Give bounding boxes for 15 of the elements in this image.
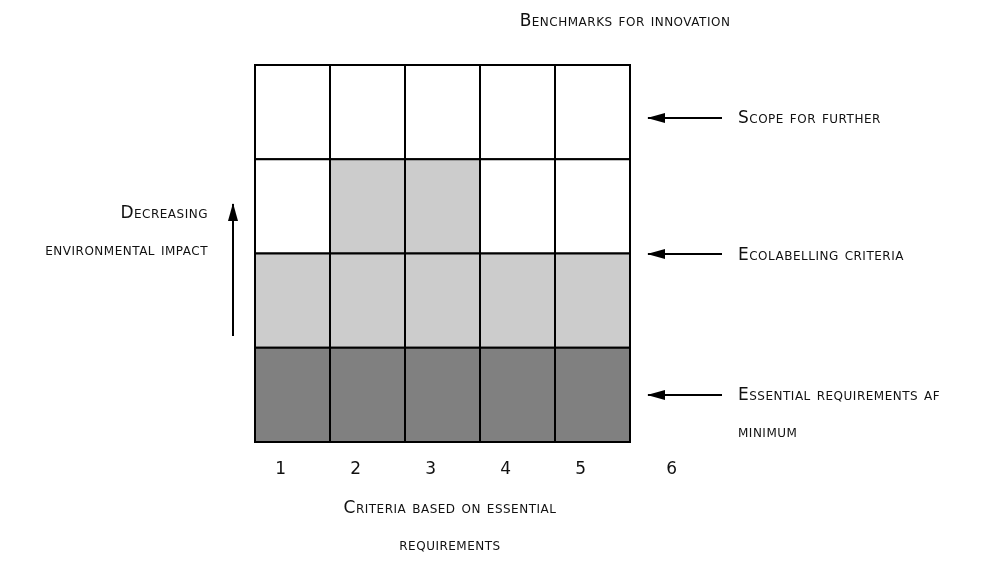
axis-label: Decreasing environmental impact bbox=[44, 201, 208, 261]
tick-label: 6 bbox=[665, 457, 679, 480]
tick-label: 1 bbox=[274, 457, 288, 480]
callout-label: Scope for further bbox=[738, 99, 988, 136]
tick-label: 2 bbox=[349, 457, 363, 480]
callout-label: Essential requirements af minimum bbox=[738, 376, 1003, 450]
tick-label: 3 bbox=[424, 457, 438, 480]
tick-label: 5 bbox=[574, 457, 588, 480]
title: Benchmarks for innovation bbox=[518, 9, 732, 32]
arrow bbox=[647, 249, 723, 259]
arrow bbox=[647, 390, 723, 400]
arrow bbox=[647, 113, 723, 123]
tick-label: 4 bbox=[499, 457, 513, 480]
axis-title: Criteria based on essential requirements bbox=[342, 496, 558, 556]
callout-label: Ecolabelling criteria bbox=[738, 236, 988, 273]
